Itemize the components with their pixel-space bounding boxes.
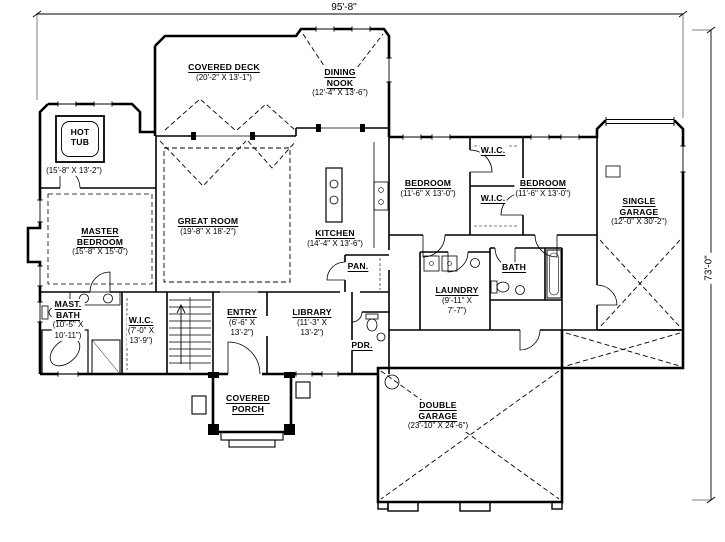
room-label-pantry: PAN. <box>346 261 370 272</box>
room-label-master-bedroom: MASTER BEDROOM (15'-8" X 15'-0") <box>71 226 129 258</box>
stairs <box>169 297 211 370</box>
room-label-bath: BATH <box>500 262 528 273</box>
hot-tub <box>55 115 105 163</box>
room-label-powder: PDR. <box>350 340 374 351</box>
room-label-bedroom-3: BEDROOM (11'-6" X 13'-0") <box>514 178 572 200</box>
interior-walls <box>40 127 683 374</box>
wall-posts <box>191 124 365 435</box>
room-label-wic-bedroom-3: W.I.C. <box>479 193 507 204</box>
water-heater <box>384 374 400 390</box>
room-label-covered-porch: COVERED PORCH <box>225 393 271 415</box>
room-label-single-garage: SINGLE GARAGE (12'-0" X 30'-2") <box>610 196 668 228</box>
room-label-laundry: LAUNDRY (9'-11" X 7'-7") <box>434 285 480 317</box>
label-hot-tub: HOT TUB <box>69 127 91 148</box>
room-label-great-room: GREAT ROOM (19'-8" X 18'-2") <box>176 216 240 238</box>
overall-width-dimension: 95'-8" <box>328 2 360 13</box>
powder-fixtures <box>365 313 386 342</box>
kitchen-counter <box>373 142 389 248</box>
dimension-lines <box>32 10 716 504</box>
room-label-master-bath: MAST. BATH (10'-5" X 10'-11") <box>51 299 85 342</box>
room-label-bedroom-2: BEDROOM (11'-6" X 13'-0") <box>399 178 457 200</box>
master-bath-fixtures <box>41 291 121 375</box>
room-label-kitchen: KITCHEN (14'-4" X 13'-6") <box>306 228 364 250</box>
room-label-library: LIBRARY (11'-3" X 13'-2") <box>291 307 333 339</box>
room-label-wic-bedroom-2: W.I.C. <box>479 145 507 156</box>
label-hot-tub-room-dims: (15'-8" X 13'-2") <box>45 166 103 177</box>
room-label-double-garage: DOUBLE GARAGE (23'-10" X 24'-6") <box>406 400 470 432</box>
attic-access <box>605 165 621 178</box>
kitchen-island <box>325 167 343 223</box>
overall-height-dimension: 73'-0" <box>703 252 715 284</box>
bath-fixtures <box>490 249 562 299</box>
porch-steps <box>191 381 311 448</box>
room-label-wic-master: W.I.C. (7'-0" X 13'-9") <box>126 315 156 347</box>
room-label-covered-deck: COVERED DECK (20'-2" X 13'-1") <box>187 62 261 84</box>
room-label-dining-nook: DINING NOOK (12'-4" X 13'-6") <box>311 67 369 99</box>
wall-openings <box>193 127 362 293</box>
room-label-entry: ENTRY (6'-6" X 13'-2") <box>226 307 258 339</box>
laundry-sink <box>470 258 480 268</box>
laundry-appliances <box>423 255 480 272</box>
